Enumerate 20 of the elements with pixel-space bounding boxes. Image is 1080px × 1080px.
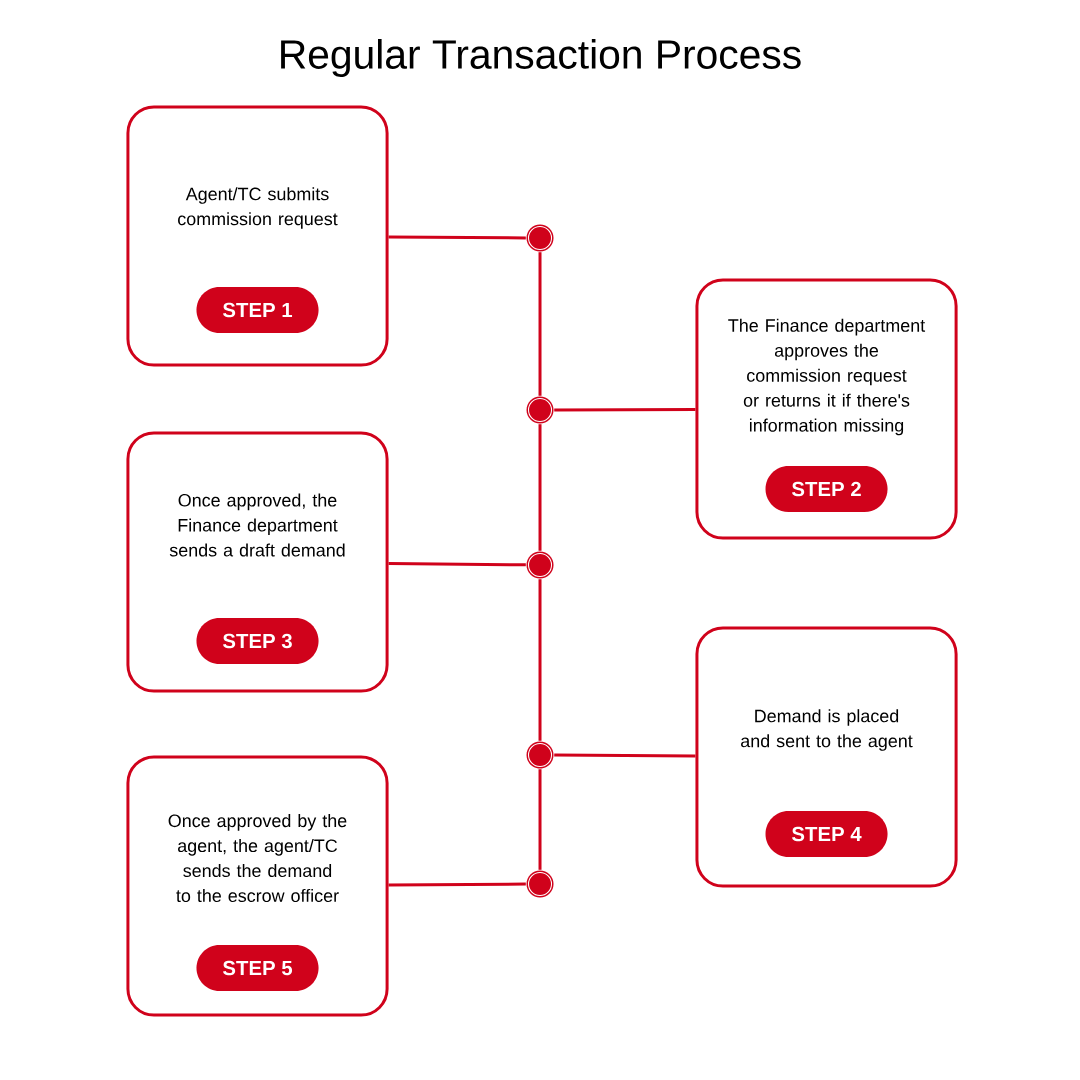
connector-line [388, 882, 526, 887]
connector-line [554, 407, 696, 412]
connector-line [388, 561, 526, 567]
timeline-dot [526, 870, 554, 898]
step-badge: STEP 2 [765, 466, 888, 513]
step-badge: STEP 5 [196, 945, 319, 992]
connector-line [554, 753, 696, 758]
timeline-dot [526, 551, 554, 579]
timeline-dot [526, 741, 554, 769]
connector-line [538, 769, 542, 870]
step-badge: STEP 4 [765, 811, 888, 858]
connector-line [538, 579, 542, 741]
title: Regular Transaction Process [281, 38, 801, 78]
timeline-dot [526, 224, 554, 252]
step-badge: STEP 1 [196, 287, 319, 334]
step-badge: STEP 3 [196, 618, 319, 665]
connector-line [538, 424, 542, 551]
connector-line [388, 235, 526, 240]
connector-line [538, 252, 542, 396]
timeline-dot [526, 396, 554, 424]
